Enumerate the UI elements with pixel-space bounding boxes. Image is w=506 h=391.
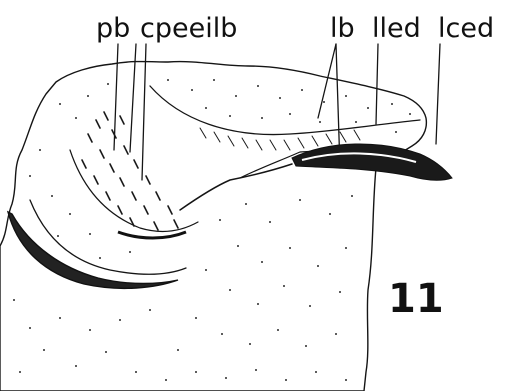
figure-number: 11 — [388, 276, 444, 322]
setae — [82, 112, 178, 230]
lced-claw — [292, 144, 452, 180]
left-sclerite — [8, 212, 178, 288]
leader-lced — [436, 44, 440, 144]
basal-process — [180, 164, 292, 210]
leader-lb-a — [318, 44, 336, 118]
label-cpeeilb: cpeeilb — [140, 13, 237, 44]
label-lled: lled — [372, 13, 421, 44]
stipple-dots — [13, 79, 411, 381]
tissue-outline — [0, 62, 426, 391]
leader-cpeeilb-b — [142, 44, 146, 180]
label-group: pb cpeeilb lb lled lced — [96, 13, 494, 44]
leader-lled — [376, 44, 378, 124]
label-pb: pb — [96, 13, 130, 44]
pb-sclerite-dark — [118, 232, 186, 238]
label-lb: lb — [330, 13, 355, 44]
lled-ridge — [150, 86, 420, 135]
leader-cpeeilb-a — [130, 44, 136, 152]
label-lced: lced — [438, 13, 494, 44]
pb-sclerite — [70, 150, 198, 231]
